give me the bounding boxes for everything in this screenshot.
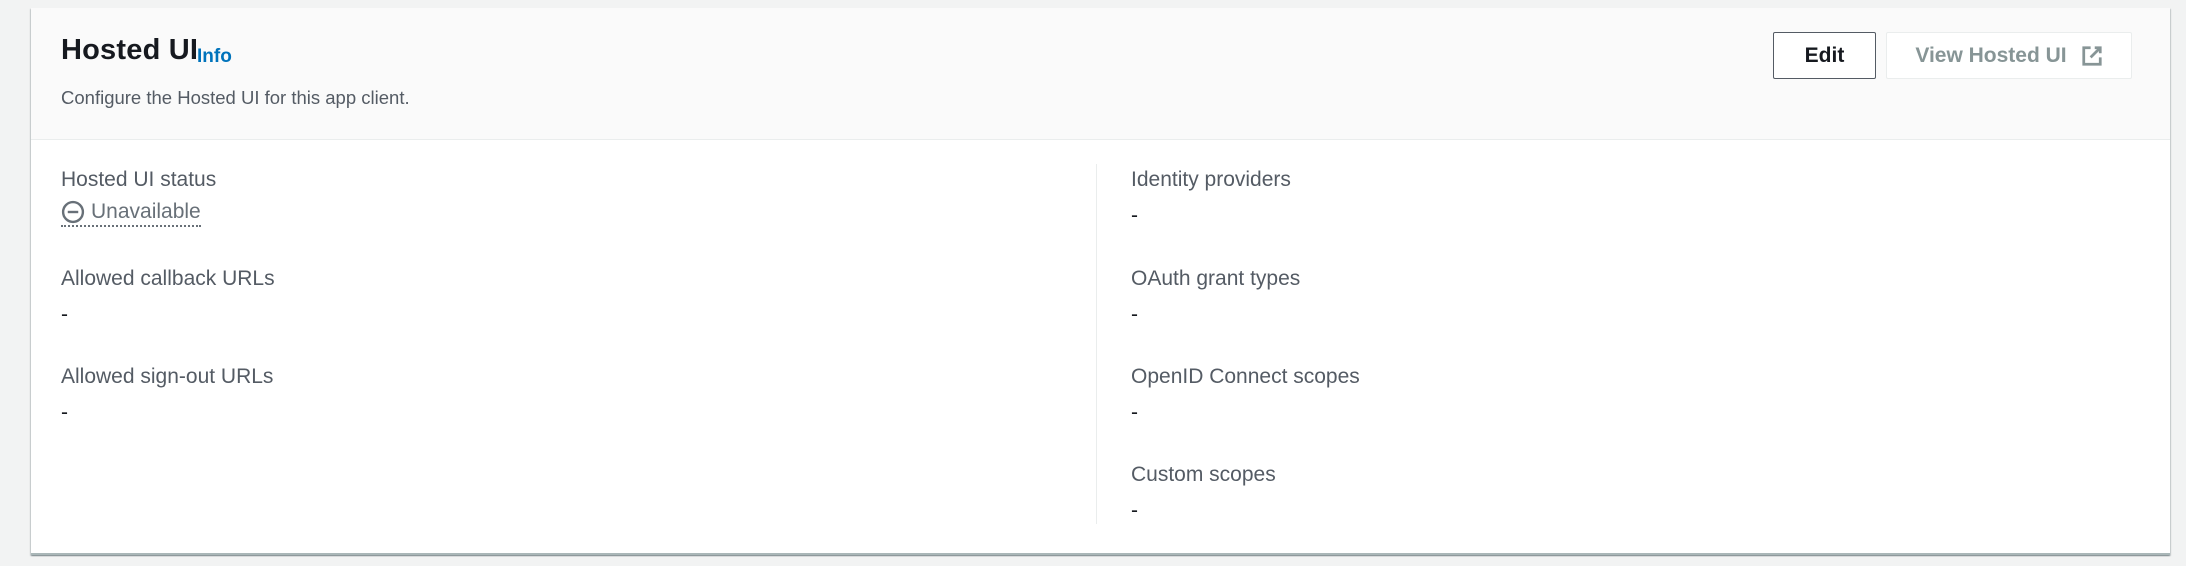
field-identity-providers: Identity providers -: [1131, 168, 1291, 228]
field-label: Allowed callback URLs: [61, 267, 275, 290]
section-title: Hosted UI: [61, 34, 199, 66]
view-hosted-ui-label: View Hosted UI: [1915, 43, 2067, 67]
field-value: -: [61, 303, 68, 326]
view-hosted-ui-button[interactable]: View Hosted UI: [1886, 32, 2132, 79]
field-value: -: [1131, 204, 1138, 227]
status-unavailable[interactable]: Unavailable: [61, 200, 201, 227]
field-allowed-signout-urls: Allowed sign-out URLs -: [61, 365, 273, 425]
field-label: Identity providers: [1131, 168, 1291, 191]
edit-button-label: Edit: [1804, 43, 1845, 67]
field-label: OpenID Connect scopes: [1131, 365, 1360, 388]
field-openid-connect-scopes: OpenID Connect scopes -: [1131, 365, 1360, 425]
container-header: Hosted UI Info Configure the Hosted UI f…: [31, 8, 2170, 140]
edit-button[interactable]: Edit: [1773, 32, 1876, 79]
field-value: -: [1131, 401, 1138, 424]
field-label: Custom scopes: [1131, 463, 1276, 486]
field-value: -: [61, 401, 68, 424]
field-custom-scopes: Custom scopes -: [1131, 463, 1276, 523]
field-hosted-ui-status: Hosted UI status Unavailable: [61, 168, 216, 230]
minus-circle-icon: [61, 200, 85, 224]
section-description: Configure the Hosted UI for this app cli…: [61, 87, 410, 108]
info-link[interactable]: Info: [197, 46, 232, 67]
field-allowed-callback-urls: Allowed callback URLs -: [61, 267, 275, 327]
external-link-icon: [2081, 45, 2103, 67]
field-value: -: [1131, 499, 1138, 522]
field-label: Hosted UI status: [61, 168, 217, 191]
status-text: Unavailable: [91, 200, 201, 223]
hosted-ui-container: Hosted UI Info Configure the Hosted UI f…: [31, 8, 2170, 555]
field-value: -: [1131, 303, 1138, 326]
field-label: OAuth grant types: [1131, 267, 1301, 290]
field-label: Allowed sign-out URLs: [61, 365, 274, 388]
field-oauth-grant-types: OAuth grant types -: [1131, 267, 1300, 327]
column-divider: [1096, 164, 1097, 524]
